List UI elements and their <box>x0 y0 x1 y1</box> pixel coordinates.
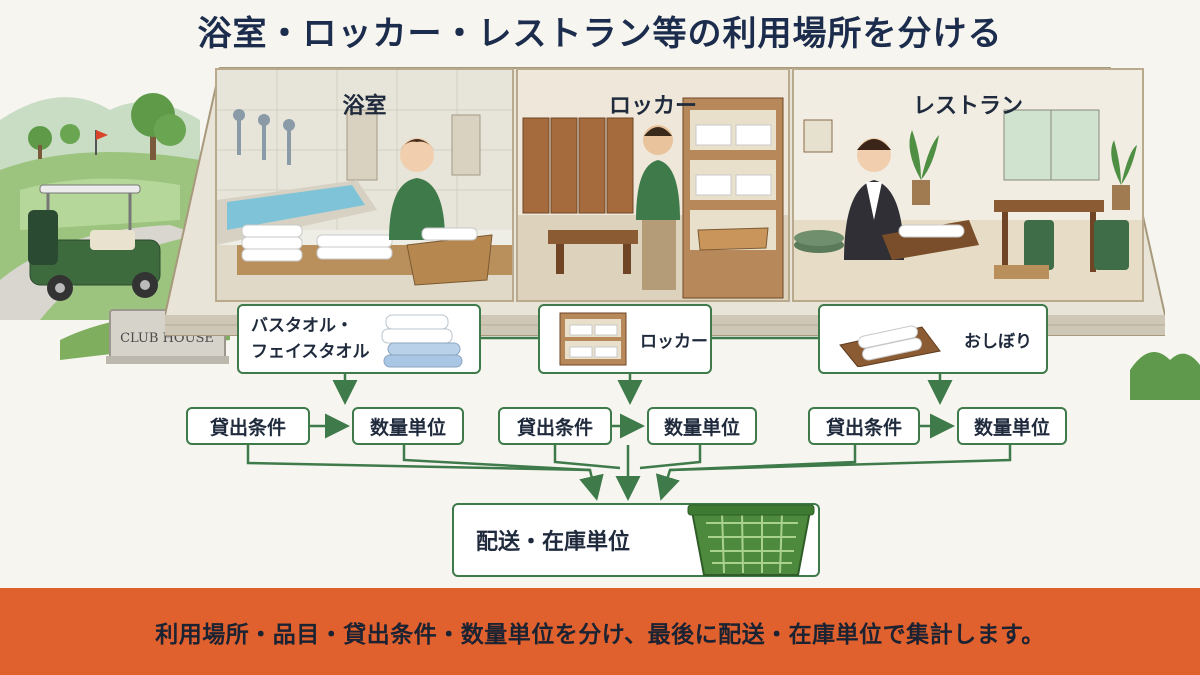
item-label-locker: ロッカー <box>640 331 708 352</box>
area-panel-locker: ロッカー <box>516 68 790 302</box>
towel-stack-icon <box>241 224 393 262</box>
green-basket-icon <box>687 504 815 576</box>
shelf-icon <box>682 97 784 299</box>
oshibori-tray-icon <box>839 325 941 367</box>
item-label-oshibori: おしぼり <box>964 331 1032 352</box>
locker-shelf-icon <box>559 312 627 366</box>
staff-person-icon <box>389 138 445 240</box>
page-title: 浴室・ロッカー・レストラン等の利用場所を分ける <box>197 14 1003 54</box>
plant-icon <box>909 130 1137 210</box>
tree-icon <box>28 93 186 160</box>
item-box-towels: バスタオル・ フェイスタオル <box>237 304 481 374</box>
item-box-oshibori: おしぼり <box>818 304 1048 374</box>
folded-towels-icon <box>381 314 462 368</box>
locker-scene <box>518 70 788 300</box>
dining-table-icon <box>994 200 1129 272</box>
tray-icon <box>882 220 979 260</box>
plate-stack-icon <box>794 230 1049 279</box>
unit-box-1: 数量単位 <box>352 407 464 445</box>
unit-box-2: 数量単位 <box>647 407 757 445</box>
item-label-towels-line1: バスタオル・ <box>251 316 353 336</box>
restaurant-scene <box>794 70 1142 300</box>
final-label: 配送・在庫単位 <box>476 530 631 555</box>
golf-course-landscape: CLUB HOUSE <box>0 93 230 364</box>
bath-scene <box>217 70 512 300</box>
staff-person-icon <box>636 125 680 290</box>
condition-box-3: 貸出条件 <box>808 407 920 445</box>
golf-flag-icon <box>95 130 108 155</box>
golf-cart-icon <box>28 184 161 301</box>
shrubs-decoration <box>1130 352 1200 400</box>
locker-icon <box>522 117 634 214</box>
area-label-restaurant: レストラン <box>912 94 1023 119</box>
shower-icon <box>233 109 295 165</box>
footer-text: 利用場所・品目・貸出条件・数量単位を分け、最後に配送・在庫単位で集計します。 <box>155 621 1045 648</box>
basket-icon <box>406 227 493 286</box>
item-label-towels-line2: フェイスタオル <box>251 342 370 362</box>
area-label-locker: ロッカー <box>608 94 697 119</box>
area-panel-restaurant: レストラン <box>792 68 1144 302</box>
item-box-locker: ロッカー <box>538 304 712 374</box>
footer-bar: 利用場所・品目・貸出条件・数量単位を分け、最後に配送・在庫単位で集計します。 <box>0 588 1200 675</box>
condition-box-2: 貸出条件 <box>498 407 612 445</box>
clubhouse-illustration: CLUB HOUSE <box>0 60 1200 400</box>
area-panel-bath: 浴室 <box>215 68 514 302</box>
unit-box-3: 数量単位 <box>957 407 1067 445</box>
area-label-bath: 浴室 <box>342 94 387 119</box>
condition-box-1: 貸出条件 <box>186 407 310 445</box>
bench-icon <box>548 230 638 274</box>
